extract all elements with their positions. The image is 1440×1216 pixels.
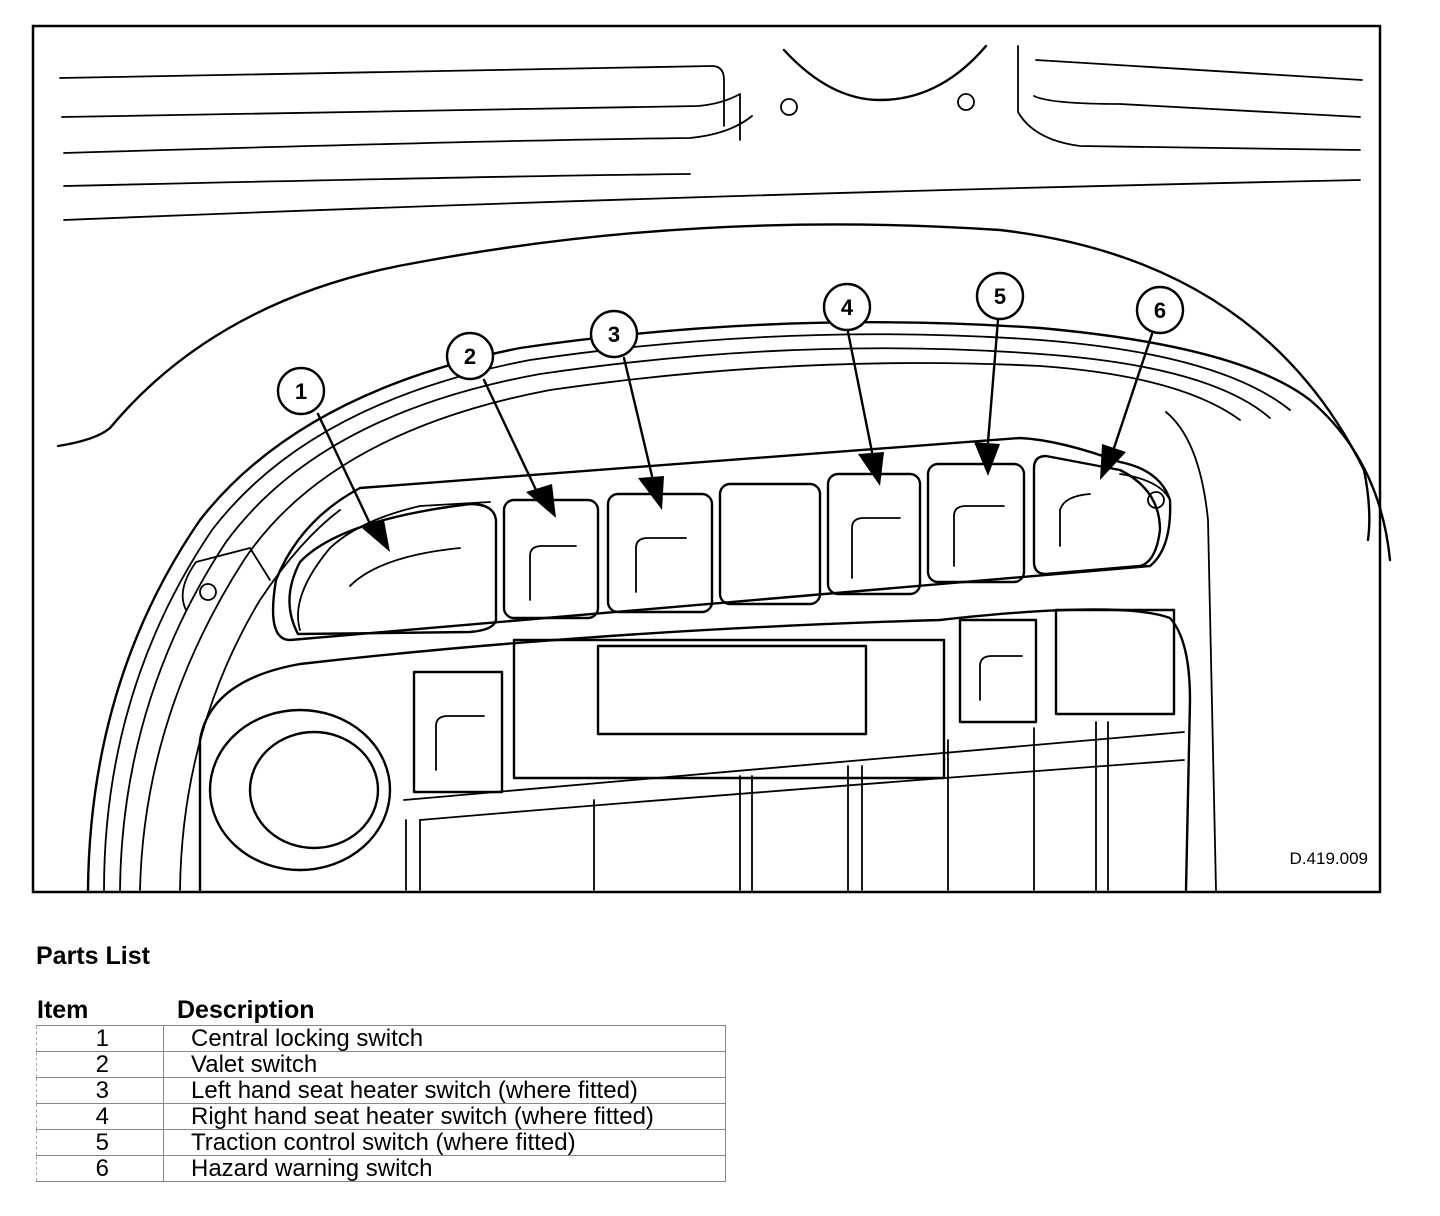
lower-control-panel (198, 608, 1192, 892)
table-row: 4 Right hand seat heater switch (where f… (36, 1103, 726, 1130)
item-number: 5 (36, 1129, 164, 1156)
switch-2-valet (502, 498, 600, 620)
arrow-head-5 (974, 442, 1000, 476)
switch-1-central-locking (288, 502, 498, 636)
item-number: 3 (36, 1077, 164, 1104)
switch-blank (718, 482, 822, 606)
item-number: 2 (36, 1051, 164, 1078)
switch-panel-diagram: 1 2 3 4 5 6 D.419.009 (31, 24, 1392, 894)
table-row: 6 Hazard warning switch (36, 1155, 726, 1182)
parts-list-title: Parts List (36, 942, 150, 970)
item-description: Right hand seat heater switch (where fit… (163, 1103, 726, 1130)
callout-label-4: 4 (841, 295, 854, 320)
callout-6: 6 (1135, 285, 1185, 335)
callout-label-1: 1 (295, 379, 307, 404)
table-row: 5 Traction control switch (where fitted) (36, 1129, 726, 1156)
switch-4-right-seat-heater (826, 472, 922, 596)
figure-reference: D.419.009 (1290, 849, 1368, 868)
item-number: 6 (36, 1155, 164, 1182)
callout-label-2: 2 (464, 344, 476, 369)
callout-1: 1 (276, 366, 326, 416)
table-row: 2 Valet switch (36, 1051, 726, 1078)
switch-bezel (181, 436, 1172, 642)
table-row: 1 Central locking switch (36, 1025, 726, 1052)
item-description: Traction control switch (where fitted) (163, 1129, 726, 1156)
callout-label-3: 3 (608, 322, 620, 347)
item-description: Central locking switch (163, 1025, 726, 1052)
arrow-head-3 (638, 476, 664, 510)
dashboard-top-left (59, 65, 1361, 221)
item-description: Valet switch (163, 1051, 726, 1078)
arrow-head-1 (362, 520, 390, 552)
switch-5-traction-control (926, 462, 1026, 584)
callout-label-5: 5 (994, 284, 1006, 309)
callout-3: 3 (589, 309, 639, 359)
callout-2: 2 (445, 331, 495, 381)
item-number: 4 (36, 1103, 164, 1130)
callout-label-6: 6 (1154, 298, 1166, 323)
switch-6-hazard (1032, 454, 1162, 576)
diagram-frame (31, 24, 1382, 894)
centre-vent (780, 44, 988, 116)
callout-5: 5 (975, 271, 1025, 321)
item-description: Left hand seat heater switch (where fitt… (163, 1077, 726, 1104)
callout-arrows (316, 318, 1154, 552)
arrow-head-6 (1100, 444, 1126, 480)
description-column-header: Description (177, 996, 315, 1024)
arrow-head-2 (526, 484, 556, 518)
rotary-knob (208, 708, 392, 872)
item-description: Hazard warning switch (163, 1155, 726, 1182)
console-surround (56, 223, 1392, 892)
switch-3-left-seat-heater (606, 492, 714, 614)
arrow-head-4 (858, 452, 884, 486)
item-column-header: Item (37, 996, 89, 1024)
parts-list-table: 1 Central locking switch 2 Valet switch … (36, 1025, 726, 1182)
diagram-svg: 1 2 3 4 5 6 D.419.009 (31, 24, 1392, 894)
dashboard-top-right (1017, 45, 1363, 151)
callout-4: 4 (822, 282, 872, 332)
item-number: 1 (36, 1025, 164, 1052)
table-row: 3 Left hand seat heater switch (where fi… (36, 1077, 726, 1104)
